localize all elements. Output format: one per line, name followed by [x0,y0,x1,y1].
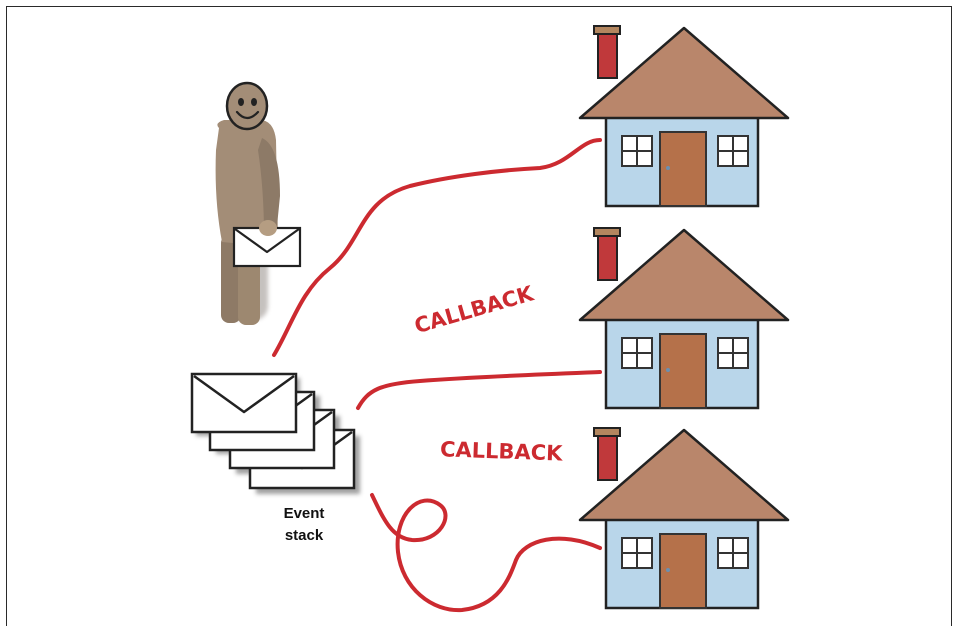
callback-wire-middle [356,370,602,410]
person-icon [215,81,302,325]
house-icon [578,426,790,610]
event-stack [190,372,360,494]
event-stack-label-line1: Event [284,505,325,522]
house-icon [578,226,790,410]
house-icon [578,24,790,208]
callback-wire-bottom [370,493,602,613]
envelope-icon [190,372,298,434]
event-stack-label-line2: stack [285,527,324,544]
callback-wire-top [272,138,602,357]
callback-wires [272,138,602,613]
callback-label-bottom: CALLBACK [440,437,564,465]
callback-label-top: CALLBACK [412,281,537,338]
diagram-frame [6,6,952,626]
